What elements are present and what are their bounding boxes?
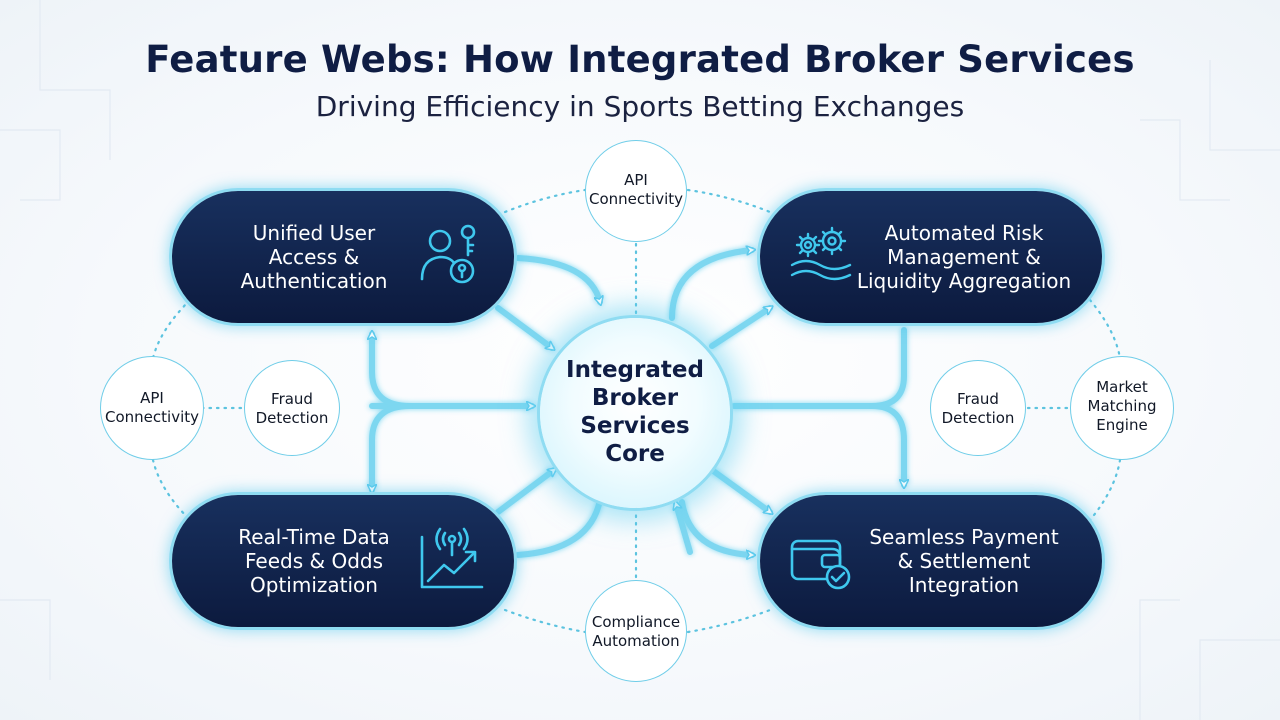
core-node: Integrated Broker Services Core (540, 318, 730, 508)
glow-pipes (372, 250, 904, 555)
pill-label-line: Feeds & Odds (245, 549, 383, 573)
web-link-top-right-to-market (1088, 298, 1122, 360)
node-label-line: Fraud (957, 390, 999, 408)
pipe-left-hub-to-top-left (372, 334, 413, 409)
node-fraud-detection-right: Fraud Detection (930, 360, 1026, 456)
web-link-left-api-to-bottom-left (151, 458, 192, 522)
diagram-subtitle: Driving Efficiency in Sports Betting Exc… (315, 90, 965, 123)
core-label-line: Services (580, 413, 690, 439)
wallet-check-icon (790, 539, 851, 590)
pipe-core-to-bottom-right-a (709, 467, 770, 512)
node-label-line: Detection (941, 409, 1015, 427)
pipe-bottom-left-to-core-a (495, 470, 554, 515)
web-link-api-to-top-right (686, 188, 772, 214)
node-compliance-automation: Compliance Automation (585, 580, 687, 682)
pill-automated-risk-management: Automated Risk Management & Liquidity Ag… (760, 191, 1102, 323)
pipe-core-to-bottom-right-b (679, 499, 752, 555)
pill-label-line: Management & (887, 245, 1041, 269)
node-api-connectivity-left: API Connectivity (100, 356, 204, 460)
pill-label-line: Real-Time Data (238, 525, 390, 549)
core-label-line: Integrated (566, 357, 704, 383)
pill-label-line: Automated Risk (884, 221, 1044, 245)
node-label-line: Automation (592, 632, 680, 650)
pipe-bottom-right-to-core (676, 504, 693, 555)
node-fraud-detection-left: Fraud Detection (244, 360, 340, 456)
gears-wave-icon (790, 226, 852, 281)
pill-seamless-payment: Seamless Payment & Settlement Integratio… (760, 495, 1102, 627)
pill-unified-user-access: Unified User Access & Authentication (172, 191, 514, 323)
node-api-connectivity-top: API Connectivity (585, 140, 687, 242)
node-label-line: Engine (1096, 416, 1148, 434)
node-label-line: Fraud (271, 390, 313, 408)
node-market-matching-engine: Market Matching Engine (1070, 356, 1174, 460)
node-label-line: API (140, 389, 164, 407)
web-link-compliance-to-bottom-right (686, 608, 772, 634)
pipe-core-to-right-hub (731, 327, 907, 409)
pipe-core-to-top-right-a (669, 250, 752, 321)
node-label-line: Compliance (591, 613, 681, 631)
pipe-top-left-to-core-b (495, 305, 552, 348)
signal-chart-icon (420, 527, 484, 589)
pill-label-line: Liquidity Aggregation (856, 269, 1072, 293)
pill-label-line: Unified User (252, 221, 376, 245)
user-key-icon (420, 224, 476, 284)
pill-real-time-data-feeds: Real-Time Data Feeds & Odds Optimization (172, 495, 514, 627)
web-link-top-left-to-api (503, 188, 587, 214)
pipe-right-hub-to-bottom-right (869, 403, 904, 485)
dotted-web (151, 188, 1122, 634)
pipe-core-to-top-right-b (709, 308, 770, 349)
node-label-line: API (624, 171, 648, 189)
pill-label-line: Optimization (250, 573, 378, 597)
node-label-line: Market (1096, 378, 1148, 396)
web-link-top-left-to-left-api (151, 298, 192, 360)
web-link-market-to-bottom-right (1088, 458, 1122, 522)
web-link-bottom-left-to-compliance (503, 608, 587, 634)
pill-label-line: Access & (268, 245, 360, 269)
node-label-line: Matching (1087, 397, 1157, 415)
pipe-bottom-left-to-core-b (515, 497, 603, 558)
core-label-line: Core (605, 441, 665, 467)
pipe-left-hub-to-bottom-left (372, 403, 413, 490)
diagram-title: Feature Webs: How Integrated Broker Serv… (145, 38, 1135, 81)
node-label-line: Connectivity (589, 190, 683, 208)
core-label-line: Broker (591, 385, 679, 411)
pill-label-line: & Settlement (897, 549, 1031, 573)
node-label-line: Detection (255, 409, 329, 427)
pill-label-line: Authentication (240, 269, 388, 293)
pipe-top-left-to-core-a (515, 255, 600, 302)
node-label-line: Connectivity (105, 408, 199, 426)
pill-label-line: Integration (908, 573, 1020, 597)
pill-label-line: Seamless Payment (869, 525, 1059, 549)
